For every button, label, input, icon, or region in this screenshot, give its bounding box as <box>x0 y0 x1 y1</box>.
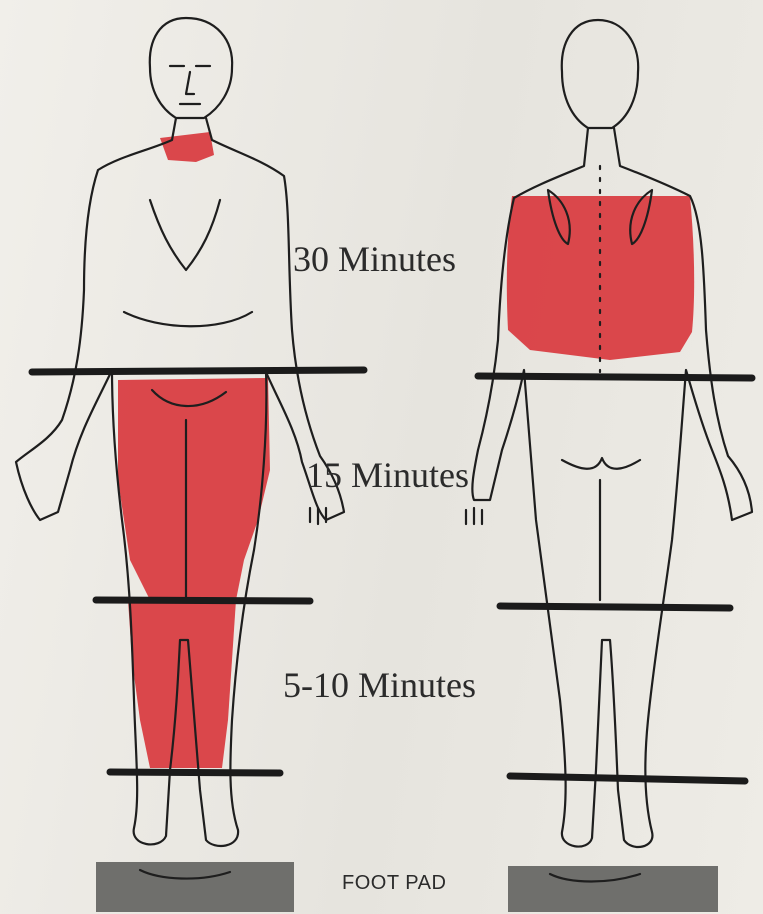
zone-label-upper: 30 Minutes <box>293 238 456 280</box>
back-divider-waist <box>478 376 752 378</box>
back-left-fingers <box>466 508 482 524</box>
back-foot-pad <box>508 866 718 912</box>
front-foot-pad <box>96 862 294 912</box>
front-lower-legs-red-area <box>128 600 236 768</box>
back-divider-knee <box>500 606 730 608</box>
back-divider-ankle <box>510 776 745 781</box>
front-divider-ankle <box>110 772 280 773</box>
front-upper-legs-red-area <box>118 378 270 600</box>
front-neck-red-area <box>160 132 214 162</box>
front-ribcage-line <box>150 200 220 270</box>
back-buttocks-line <box>562 458 640 469</box>
foot-pad-label: FOOT PAD <box>342 872 446 895</box>
zone-label-middle: 15 Minutes <box>306 454 469 496</box>
front-treatment-areas <box>118 132 270 768</box>
zone-label-lower: 5-10 Minutes <box>283 664 476 706</box>
back-body-outline <box>466 20 752 847</box>
front-waist-line <box>124 312 252 326</box>
front-divider-waist <box>32 370 364 372</box>
back-head <box>562 20 638 128</box>
front-figure <box>16 18 344 912</box>
front-divider-knee <box>96 600 310 601</box>
front-face-marks <box>170 66 210 104</box>
